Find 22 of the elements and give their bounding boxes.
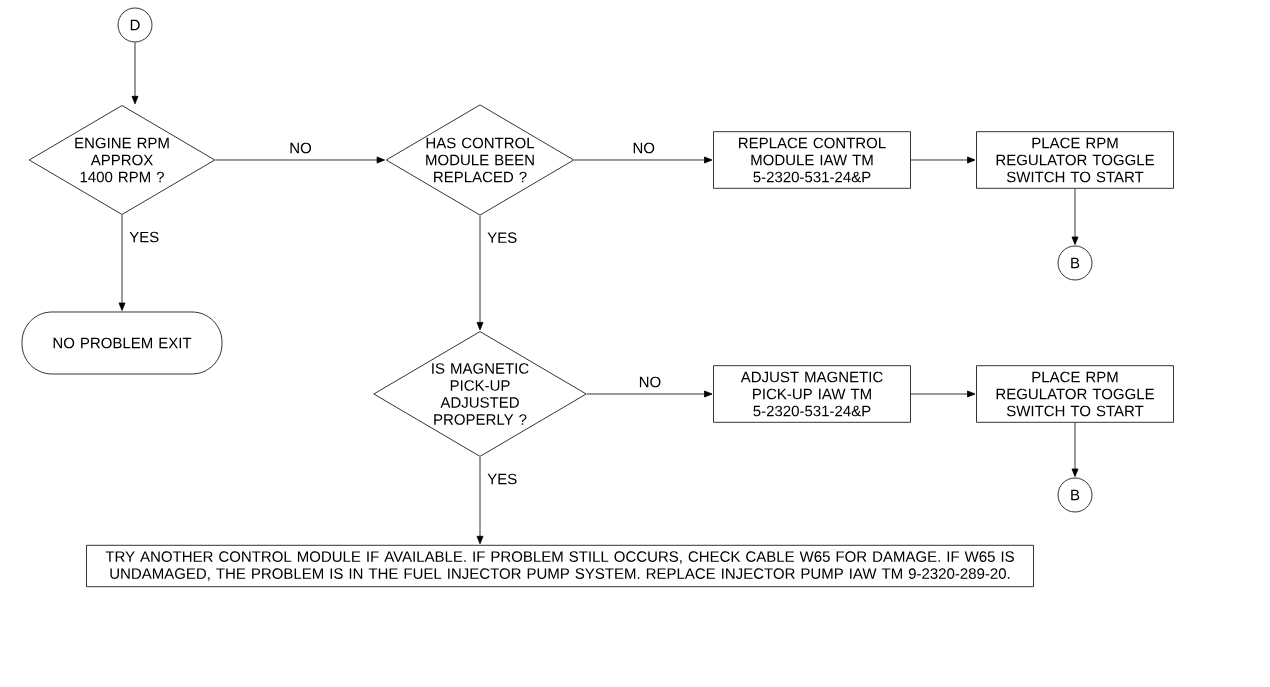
arrow [214, 156, 385, 164]
process-box: PLACE RPM REGULATOR TOGGLE SWITCH TO START [976, 131, 1174, 189]
arrow [1071, 188, 1079, 245]
edge-label: NO [637, 375, 663, 389]
edge-label: YES [128, 230, 161, 244]
arrow [131, 42, 139, 105]
arrow [910, 390, 976, 398]
arrow [573, 156, 713, 164]
arrow [586, 390, 713, 398]
process-box: REPLACE CONTROL MODULE IAW TM 5-2320-531-24&P [713, 131, 911, 189]
process-box: ADJUST MAGNETIC PICK-UP IAW TM 5-2320-531-24&P [713, 365, 911, 423]
edge-label: YES [486, 472, 519, 486]
process-box: PLACE RPM REGULATOR TOGGLE SWITCH TO START [976, 365, 1174, 423]
edge-label: YES [486, 231, 519, 244]
edge-label: NO [631, 141, 656, 155]
arrow [1071, 422, 1079, 477]
arrow [476, 215, 484, 331]
arrow [476, 456, 484, 545]
edge-label: NO [288, 141, 313, 155]
process-box: TRY ANOTHER CONTROL MODULE IF AVAILABLE. IF PROBLEM STILL OCCURS, CHECK CABLE W65 FOR DAMAGE. IF W65 IS UNDAMAGED, THE PROBLEM IS IN THE FUEL INJECTOR PUMP SYSTEM. REPLACE INJECTOR PUMP IAW TM 9-2320-289-20. [86, 544, 1034, 588]
arrow [118, 214, 126, 311]
arrow [910, 156, 976, 164]
